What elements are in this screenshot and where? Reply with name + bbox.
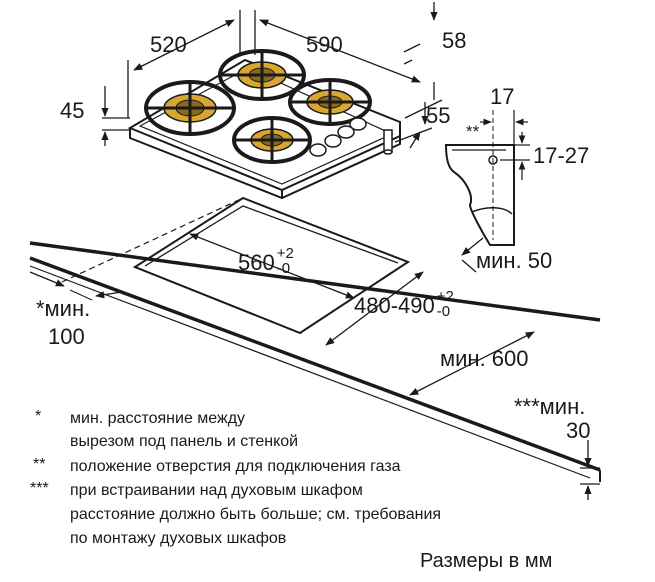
- control-knobs: [309, 117, 367, 157]
- dim-480-490-tol-minus: -0: [436, 303, 451, 320]
- burner-left: [144, 80, 236, 136]
- dimline-min-100: [29, 271, 123, 301]
- dimline-480-490: [325, 271, 424, 346]
- dim-label-min-30-line1: ***мин.: [514, 394, 586, 419]
- burner-right: [288, 78, 372, 126]
- dimline-45: [101, 86, 130, 146]
- dim-label-58: 58: [442, 28, 467, 53]
- gas-connector: [383, 129, 393, 155]
- dimline-58: [403, 2, 438, 100]
- note-1-mark: *: [35, 408, 42, 425]
- burner-front: [232, 116, 312, 164]
- note-1-line1: мин. расстояние между: [70, 410, 246, 427]
- dim-label-55: 55: [426, 103, 451, 128]
- note-2-mark: **: [33, 456, 46, 473]
- dim-480-490-tol-plus: +2: [436, 288, 454, 305]
- dim-label-min-50: мин. 50: [476, 248, 553, 273]
- note-3-mark: ***: [30, 480, 49, 497]
- dimline-55: [394, 102, 433, 149]
- note-2-line1: положение отверстия для подключения газа: [70, 458, 401, 475]
- dim-label-min-30-line2: 30: [566, 418, 591, 443]
- note-3-line1: при встраивании над духовым шкафом: [70, 482, 363, 499]
- dim-label-45: 45: [60, 98, 85, 123]
- dim-480-490-value: 480-490: [354, 293, 435, 318]
- dim-label-min-100-line2: 100: [48, 324, 85, 349]
- dimline-min-600: [409, 331, 535, 396]
- gas-connection-profile: [444, 110, 530, 246]
- dim-label-480-490: 480-490+2-0: [354, 289, 454, 320]
- dimline-min-50: [461, 237, 484, 273]
- dim-label-520: 520: [150, 32, 187, 57]
- dimline-min-30: [580, 440, 600, 500]
- note-3-line3: по монтажу духовых шкафов: [70, 530, 287, 547]
- dim-560-tol-minus: -0: [276, 260, 291, 277]
- gas-marker: **: [466, 122, 480, 141]
- dim-560-tol-plus: +2: [276, 245, 294, 262]
- dimline-590: [254, 10, 443, 119]
- dim-label-min-100-line1: *мин.: [36, 296, 91, 321]
- dim-560-value: 560: [238, 250, 275, 275]
- units-caption: Размеры в мм: [420, 550, 553, 572]
- dim-label-17: 17: [490, 84, 515, 109]
- burner-back: [218, 49, 306, 101]
- dim-label-590: 590: [306, 32, 343, 57]
- dim-label-560: 560+2-0: [238, 246, 294, 277]
- dim-label-min-600: мин. 600: [440, 346, 529, 371]
- dimline-520: [127, 10, 241, 118]
- dim-label-17-27: 17-27: [533, 143, 590, 168]
- note-1-line2: вырезом под панель и стенкой: [70, 433, 299, 450]
- note-3-line2: расстояние должно быть больше; см. требо…: [70, 506, 442, 523]
- wall-hidden-line: [61, 197, 244, 283]
